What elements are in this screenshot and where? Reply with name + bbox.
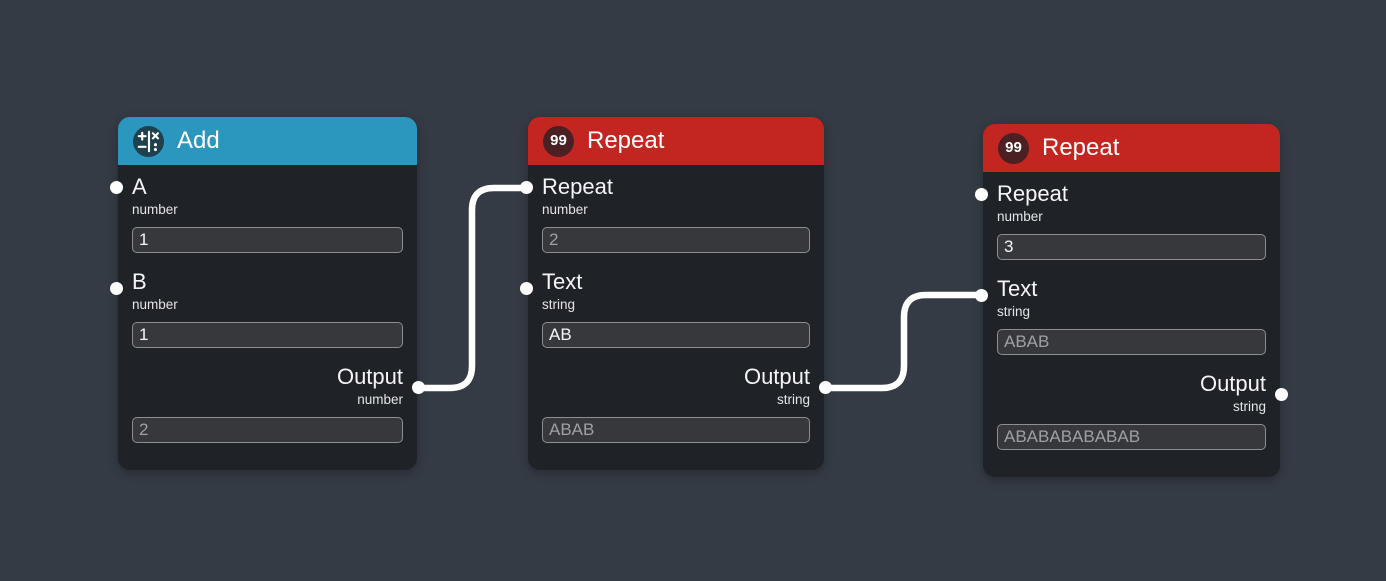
input-port-text: Text string: [542, 269, 810, 348]
text-field: [997, 329, 1266, 355]
port-type: number: [997, 209, 1043, 224]
node-repeat-2[interactable]: 99 Repeat Repeat number Text string Outp…: [975, 124, 1288, 477]
node-repeat-2-body: Repeat number Text string Output string: [983, 172, 1280, 450]
output-value-field: [132, 417, 403, 443]
port-label: Output: [1199, 371, 1266, 396]
port-dot-input-b[interactable]: [110, 282, 123, 295]
node-repeat-1-header[interactable]: 99 Repeat: [528, 117, 824, 165]
port-type: number: [357, 392, 403, 407]
input-port-repeat: Repeat number: [542, 174, 810, 253]
quote-icon: 99: [543, 125, 574, 157]
port-type: string: [1232, 399, 1266, 414]
port-label: A: [132, 174, 147, 199]
port-dot-output[interactable]: [1275, 388, 1288, 401]
output-value-field: [542, 417, 810, 443]
port-dot-output[interactable]: [819, 381, 832, 394]
port-label: Text: [997, 276, 1038, 301]
input-port-b: B number: [132, 269, 403, 348]
output-port: Output number: [132, 364, 403, 443]
quote-glyph: 99: [1005, 139, 1022, 156]
math-operations-icon: [133, 125, 164, 157]
port-dot-input-a[interactable]: [110, 181, 123, 194]
repeat-count-field[interactable]: [997, 234, 1266, 260]
port-label: B: [132, 269, 147, 294]
port-label: Output: [336, 364, 403, 389]
port-label: Repeat: [997, 181, 1068, 206]
node-repeat-1-body: Repeat number Text string Output string: [528, 165, 824, 443]
port-label: Text: [542, 269, 583, 294]
port-dot-input-repeat[interactable]: [520, 181, 533, 194]
node-add[interactable]: Add A number B number Output number: [110, 117, 425, 470]
output-value-field: [997, 424, 1266, 450]
output-port: Output string: [997, 371, 1266, 450]
port-label: Output: [743, 364, 810, 389]
port-label: Repeat: [542, 174, 613, 199]
quote-glyph: 99: [550, 132, 567, 149]
port-type: number: [132, 202, 178, 217]
input-b-field[interactable]: [132, 322, 403, 348]
input-port-a: A number: [132, 174, 403, 253]
node-repeat-2-header[interactable]: 99 Repeat: [983, 124, 1280, 172]
node-repeat-1[interactable]: 99 Repeat Repeat number Text string Outp…: [520, 117, 832, 470]
port-type: string: [997, 304, 1031, 319]
port-dot-input-text[interactable]: [975, 289, 988, 302]
quote-icon: 99: [998, 132, 1029, 164]
port-dot-input-repeat[interactable]: [975, 188, 988, 201]
input-port-repeat: Repeat number: [997, 181, 1266, 260]
node-add-body: A number B number Output number: [118, 165, 417, 443]
port-type: string: [776, 392, 810, 407]
wire-repeat1-output-to-repeat2-text[interactable]: [825, 291, 982, 392]
port-dot-input-text[interactable]: [520, 282, 533, 295]
node-title: Repeat: [1042, 134, 1120, 161]
port-type: string: [542, 297, 576, 312]
wire-add-output-to-repeat1-input[interactable]: [416, 184, 527, 392]
node-title: Repeat: [587, 127, 665, 154]
port-type: number: [542, 202, 588, 217]
text-field[interactable]: [542, 322, 810, 348]
math-operations-icon-svg: [137, 130, 160, 152]
node-title: Add: [177, 127, 220, 154]
port-type: number: [132, 297, 178, 312]
port-dot-output[interactable]: [412, 381, 425, 394]
output-port: Output string: [542, 364, 810, 443]
node-add-header[interactable]: Add: [118, 117, 417, 165]
input-port-text: Text string: [997, 276, 1266, 355]
input-a-field[interactable]: [132, 227, 403, 253]
repeat-count-field: [542, 227, 810, 253]
